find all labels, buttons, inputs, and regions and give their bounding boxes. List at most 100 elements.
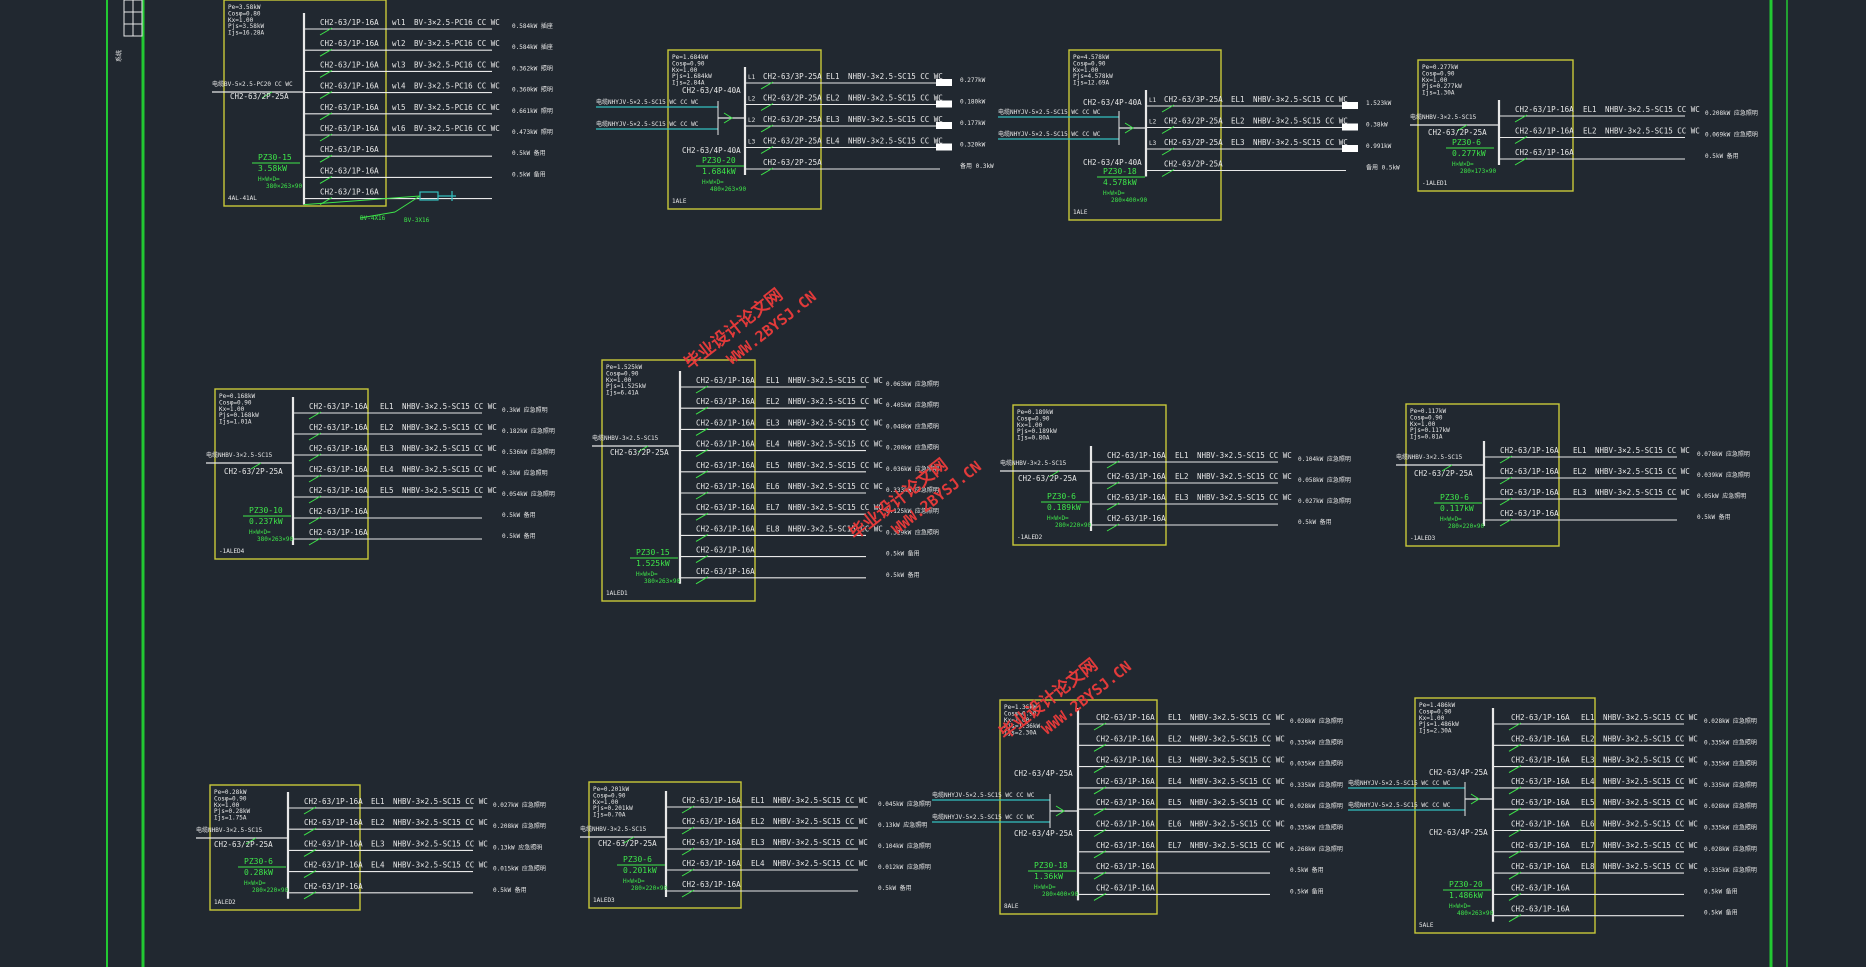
feeder-label: 电缆NHYJV-5×2.5-SC15 WC CC WC — [1348, 801, 1451, 809]
circuit-id: EL5 — [1168, 798, 1182, 807]
circuit-id: EL5 — [766, 461, 780, 470]
breaker-symbol — [303, 806, 317, 815]
cable-label: NHBV-3×2.5-SC15 CC WC — [1605, 127, 1700, 136]
circuit-id: EL1 — [1573, 446, 1587, 455]
circuit-id: wl5 — [392, 103, 406, 112]
incoming-breaker-symbol — [250, 462, 262, 470]
breaker-symbol — [308, 516, 322, 525]
box-dims: 280×220×90 — [1448, 523, 1485, 530]
breaker-label: CH2-63/1P-16A — [1107, 514, 1166, 523]
breaker-label: CH2-63/1P-16A — [696, 461, 755, 470]
breaker-label: CH2-63/2P-25A — [1164, 160, 1223, 169]
cable-label: NHBV-3×2.5-SC15 CC WC — [402, 486, 497, 495]
breaker-symbol — [319, 175, 333, 184]
breaker-symbol — [695, 533, 709, 542]
breaker-label: CH2-63/1P-16A — [320, 103, 379, 112]
cable-label: NHBV-3×2.5-SC15 CC WC — [1603, 820, 1698, 829]
breaker-symbol — [1106, 523, 1120, 532]
load-label: 0.405kW 应急照明 — [886, 401, 939, 409]
breaker-symbol — [1508, 892, 1522, 901]
feeder-label: 电缆NHYJV-5×2.5-SC15 WC CC WC — [596, 98, 699, 106]
load-label: 0.028kW 应急照明 — [1290, 717, 1343, 725]
load-label: 0.335kW 应急照明 — [1704, 781, 1757, 789]
breaker-label: CH2-63/1P-16A — [1096, 883, 1155, 892]
circuit-id: EL1 — [766, 376, 780, 385]
box-size: H×W×D= — [244, 880, 266, 887]
cable-label: NHBV-3×2.5-SC15 CC WC — [393, 818, 488, 827]
breaker-label: CH2-63/1P-16A — [1107, 451, 1166, 460]
load-label: 0.036kW 应急照明 — [886, 465, 939, 473]
box-size: H×W×D= — [1440, 516, 1462, 523]
load-label: 0.182kW 应急照明 — [502, 427, 555, 435]
breaker-symbol — [760, 124, 774, 133]
load-label: 0.028kW 应急照明 — [1704, 845, 1757, 853]
breaker-label: CH2-63/1P-16A — [1515, 148, 1574, 157]
incoming-breaker-symbol — [261, 91, 273, 99]
circuit-id: EL8 — [1581, 862, 1595, 871]
breaker-label: CH2-63/1P-16A — [682, 838, 741, 847]
cable-label: NHBV-3×2.5-SC15 CC WC — [1603, 862, 1698, 871]
circuit-id: EL4 — [1581, 777, 1595, 786]
circuit-id: EL7 — [1581, 841, 1595, 850]
earth-wire — [303, 195, 421, 206]
circuit-id: EL3 — [751, 838, 765, 847]
breaker-symbol — [1499, 455, 1513, 464]
panel-1ale-b: Pe=4.578kWCosφ=0.90Kx=1.00Pjs=4.578kWIjs… — [998, 49, 1400, 221]
phase-label: L3 — [748, 139, 756, 146]
box-power: 1.486kW — [1449, 891, 1483, 900]
load-label: 0.5kW 备用 — [512, 170, 546, 178]
load-label: 0.104kW 应急照明 — [1298, 455, 1351, 463]
breaker-symbol — [1514, 114, 1528, 123]
cable-label: NHBV-3×2.5-SC15 CC WC — [788, 376, 883, 385]
panel-param: Cosφ=0.90 — [593, 792, 626, 799]
box-dims: 280×400×90 — [1042, 891, 1079, 898]
breaker-symbol — [319, 133, 333, 142]
load-label: 备用 0.5kW — [1366, 164, 1400, 172]
load-label: 0.180kW — [960, 99, 986, 106]
panel-box — [601, 359, 756, 602]
breaker-label: CH2-63/1P-16A — [1500, 488, 1559, 497]
load-label: 0.5kW 备用 — [1290, 887, 1324, 895]
main-breaker-label: CH2-63/2P-25A — [230, 92, 289, 101]
breaker-label: CH2-63/1P-16A — [1500, 509, 1559, 518]
terminal-block — [936, 143, 952, 151]
load-label: 0.5kW 备用 — [1705, 152, 1739, 160]
box-dims: 480×263×90 — [710, 186, 747, 193]
breaker-label: CH2-63/1P-16A — [1515, 127, 1574, 136]
load-label: 0.027kW 应急照明 — [493, 801, 546, 809]
breaker-label: CH2-63/1P-16A — [309, 465, 368, 474]
panel-box — [1012, 404, 1167, 546]
panel-param: Pjs=0.168kW — [219, 412, 259, 419]
box-dims: 280×220×90 — [631, 885, 668, 892]
panel-param: Pjs=0.189kW — [1017, 428, 1057, 435]
breaker-symbol — [760, 81, 774, 90]
breaker-symbol — [695, 491, 709, 500]
breaker-label: CH2-63/1P-16A — [309, 444, 368, 453]
cable-label: BV-3×2.5-PC16 CC WC — [414, 103, 500, 112]
load-label: 0.048kW 应急照明 — [886, 422, 939, 430]
circuit-id: EL1 — [826, 72, 840, 81]
load-label: 0.208kW 应急照明 — [1705, 109, 1758, 117]
incoming-label: 电缆NHBV-3×2.5-SC15 — [196, 826, 263, 834]
feeder-label: 电缆NHYJV-5×2.5-SC15 WC CC WC — [932, 791, 1035, 799]
cable-label: NHBV-3×2.5-SC15 CC WC — [1253, 117, 1348, 126]
breaker-label: CH2-63/1P-16A — [304, 882, 363, 891]
breaker-symbol — [760, 103, 774, 111]
cable-label: NHBV-3×2.5-SC15 CC WC — [1603, 798, 1698, 807]
cable-label: NHBV-3×2.5-SC15 CC WC — [773, 817, 868, 826]
switch-symbol — [1470, 793, 1480, 805]
cable-label: NHBV-3×2.5-SC15 CC WC — [1190, 841, 1285, 850]
box-type: PZ30-6 — [623, 855, 652, 864]
cable-label: BV-3×2.5-PC16 CC WC — [414, 18, 500, 27]
main-breaker-label-2: CH2-63/4P-40A — [682, 146, 741, 155]
